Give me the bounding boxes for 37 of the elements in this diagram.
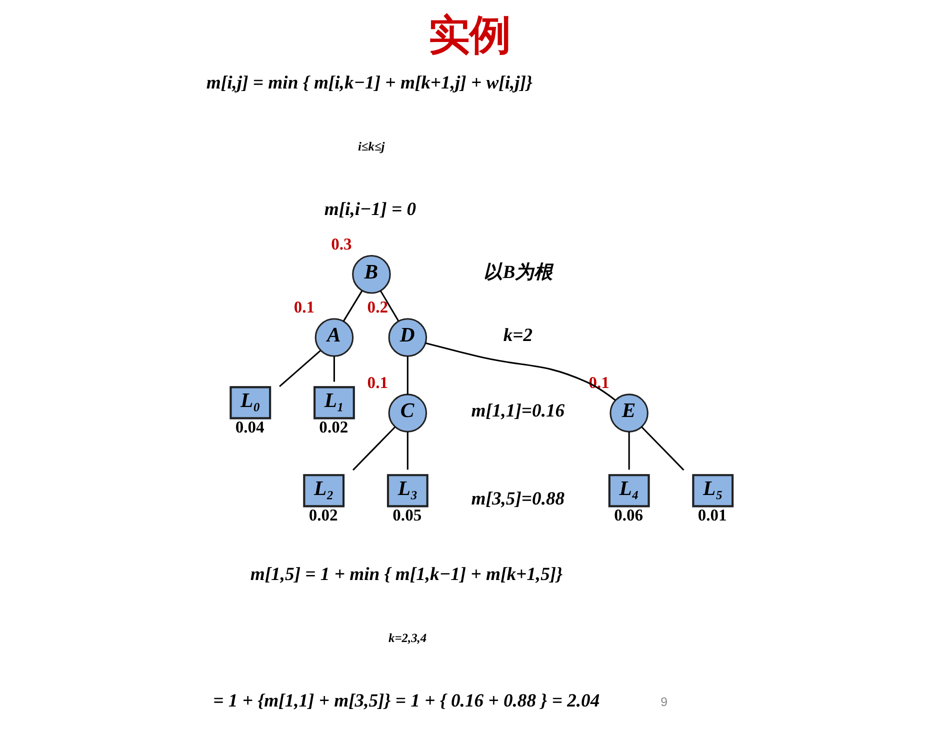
label: 9 xyxy=(660,694,668,709)
label: k=2,3,4 xyxy=(388,630,427,645)
node-circle: D xyxy=(388,318,428,357)
label: = 1 + {m[1,1] + m[3,5]} = 1 + { 0.16 + 0.88 } = 2.04 xyxy=(213,690,600,712)
label: m[3,5]=0.88 xyxy=(471,488,565,510)
label: m[i,j] = min { m[i,k−1] + m[k+1,j] + w[i,j]} xyxy=(206,72,533,94)
node-label: 0.01 xyxy=(698,505,727,524)
label: m[i,i−1] = 0 xyxy=(324,198,416,220)
node-label: 0.1 xyxy=(367,373,388,392)
connector xyxy=(628,432,630,470)
node-label: 0.02 xyxy=(319,417,348,436)
connector xyxy=(342,290,363,322)
diagram-title: 实例 xyxy=(428,12,511,58)
connector xyxy=(641,426,684,471)
label: m[1,5] = 1 + min { m[1,k−1] + m[k+1,5]} xyxy=(250,564,563,586)
connector xyxy=(279,350,321,388)
connector xyxy=(406,356,408,394)
node-label: 0.2 xyxy=(367,297,388,316)
node-circle: E xyxy=(610,394,648,432)
node-label: 0.02 xyxy=(308,505,338,524)
connector xyxy=(380,290,400,322)
node-circle: C xyxy=(388,394,428,432)
label: i≤k≤j xyxy=(358,139,385,154)
label: k=2 xyxy=(503,325,533,346)
node-label: 0.3 xyxy=(331,234,352,254)
node-label: 0.1 xyxy=(294,297,315,316)
node-circle: B xyxy=(352,255,391,294)
node-label: 0.06 xyxy=(614,505,644,524)
node-circle: A xyxy=(314,318,354,357)
connector xyxy=(406,432,408,470)
connector xyxy=(425,342,616,401)
connector xyxy=(352,426,396,471)
connector xyxy=(333,356,335,382)
label: 以B为根 xyxy=(484,262,554,283)
node-label: 0.04 xyxy=(235,417,264,436)
node-label: 0.05 xyxy=(392,505,422,524)
label: m[1,1]=0.16 xyxy=(471,400,565,422)
